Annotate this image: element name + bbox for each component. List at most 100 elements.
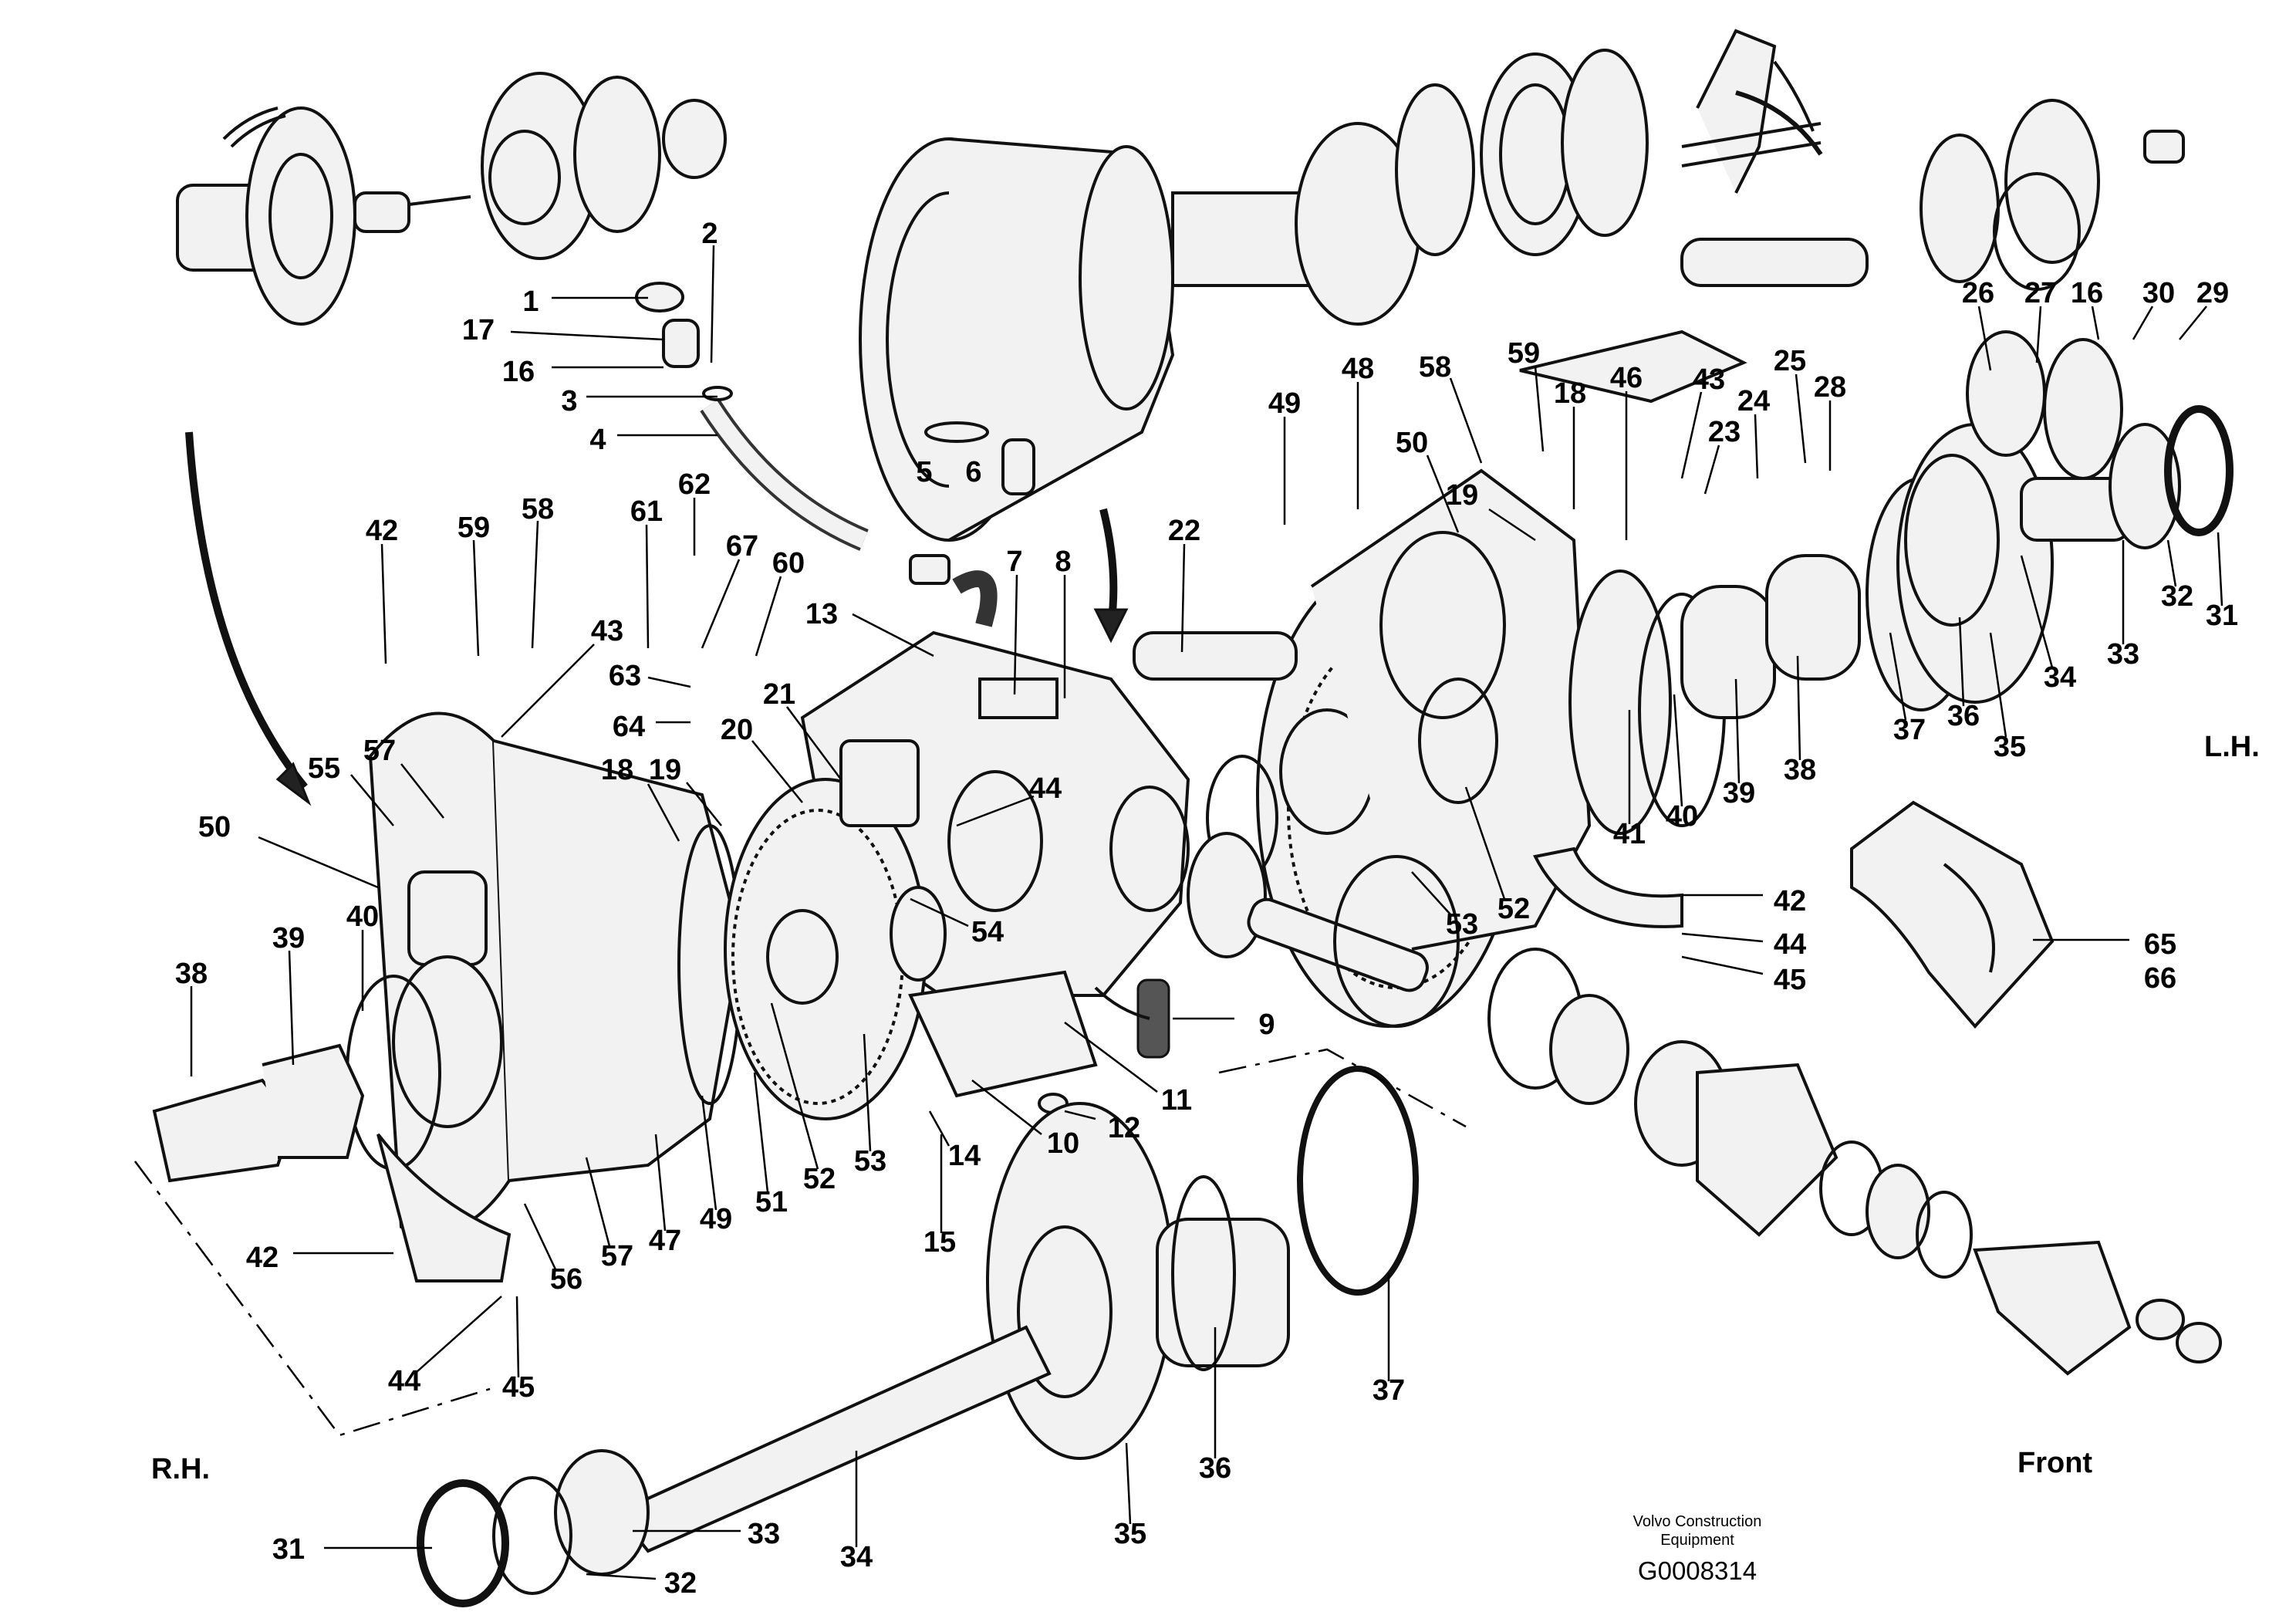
callout-28: 28 — [1814, 371, 1846, 404]
leader-line — [288, 950, 295, 1066]
leader-line — [2179, 306, 2207, 340]
callout-52: 52 — [803, 1163, 836, 1195]
leader-line — [1681, 955, 1764, 975]
callout-43: 43 — [1693, 363, 1725, 396]
callout-20: 20 — [721, 714, 753, 746]
leader-line — [586, 1573, 657, 1580]
pump-flange-assembly — [176, 72, 727, 326]
leader-line — [710, 245, 715, 363]
leader-line — [928, 1110, 950, 1147]
callout-32: 32 — [2161, 580, 2193, 613]
callout-41: 41 — [1613, 818, 1646, 850]
gear-right-and-housing — [1133, 468, 1726, 1028]
callout-44: 44 — [388, 1365, 420, 1397]
callout-52: 52 — [1497, 893, 1530, 925]
callout-7: 7 — [1006, 546, 1022, 578]
callout-16: 16 — [502, 356, 535, 388]
leader-line — [523, 1203, 557, 1270]
callout-64: 64 — [613, 711, 645, 743]
leader-line — [647, 783, 680, 842]
callout-31: 31 — [2206, 600, 2238, 632]
callout-47: 47 — [649, 1225, 681, 1257]
callout-18: 18 — [1554, 377, 1586, 410]
leader-line — [1125, 1442, 1132, 1525]
callout-25: 25 — [1774, 345, 1806, 377]
leader-line — [863, 1033, 872, 1152]
callout-26: 26 — [1962, 277, 1994, 309]
callout-31: 31 — [272, 1533, 305, 1566]
callout-51: 51 — [755, 1186, 788, 1218]
leader-line — [971, 1080, 1042, 1135]
callout-59: 59 — [458, 512, 490, 544]
callout-60: 60 — [772, 547, 805, 580]
callout-49: 49 — [700, 1203, 732, 1235]
callout-14: 14 — [948, 1140, 981, 1172]
diagram-code: G0008314 — [1637, 1556, 1757, 1585]
callout-16: 16 — [2071, 277, 2103, 309]
leader-line — [770, 1002, 819, 1170]
label-front: Front — [2017, 1447, 2093, 1479]
callout-5: 5 — [916, 456, 932, 488]
callout-34: 34 — [2044, 661, 2076, 694]
callout-36: 36 — [1199, 1452, 1231, 1485]
leader-line — [2091, 306, 2100, 340]
lh-hub-assembly — [1680, 330, 2234, 719]
callout-56: 56 — [550, 1263, 582, 1296]
rh-axle-housing — [152, 711, 743, 1282]
leader-line — [380, 543, 387, 664]
pinion-housing-upper — [1519, 99, 2185, 404]
leader-line — [1180, 543, 1186, 653]
callout-17: 17 — [462, 314, 495, 346]
callout-61: 61 — [630, 495, 663, 528]
callout-50: 50 — [1396, 427, 1428, 459]
illustration — [133, 29, 2234, 1607]
leader-line — [258, 836, 379, 889]
callout-54: 54 — [971, 916, 1004, 948]
differential-assembly — [859, 29, 1822, 542]
leader-line — [1488, 508, 1536, 542]
callout-39: 39 — [1723, 777, 1755, 809]
leader-line — [910, 897, 969, 928]
leader-line — [852, 613, 934, 657]
leader-line — [1958, 617, 1965, 707]
callout-15: 15 — [923, 1226, 956, 1259]
callout-33: 33 — [748, 1518, 780, 1550]
callout-6: 6 — [965, 456, 981, 488]
label-rh: R.H. — [151, 1453, 210, 1485]
leader-line — [1796, 655, 1801, 761]
leader-line — [1534, 366, 1545, 452]
leader-line — [1989, 632, 2007, 738]
leader-line — [515, 1296, 520, 1378]
callout-35: 35 — [1994, 731, 2026, 763]
leader-line — [755, 576, 782, 657]
leader-line — [2217, 532, 2223, 607]
leader-line — [2132, 306, 2154, 340]
callout-44: 44 — [1029, 772, 1062, 805]
leader-line — [686, 782, 722, 826]
callout-65: 65 — [2144, 928, 2176, 961]
leader-line — [1889, 632, 1907, 721]
callout-66: 66 — [2144, 962, 2176, 995]
callout-57: 57 — [601, 1240, 633, 1272]
callout-21: 21 — [763, 678, 795, 711]
small-parts-center — [908, 970, 1170, 1114]
leader-line — [753, 1072, 769, 1193]
callout-44: 44 — [1774, 928, 1806, 961]
leader-line — [751, 740, 803, 803]
leader-line — [701, 559, 741, 649]
callout-42: 42 — [366, 515, 398, 547]
leader-line — [472, 539, 480, 657]
leader-line — [1680, 391, 1703, 479]
callout-43: 43 — [591, 615, 623, 647]
leader-line — [654, 1134, 667, 1232]
callout-55: 55 — [308, 752, 340, 785]
leader-line — [1795, 373, 1807, 464]
callout-58: 58 — [522, 493, 554, 525]
leader-line — [647, 676, 691, 688]
callout-46: 46 — [1610, 362, 1643, 394]
callout-59: 59 — [1508, 337, 1540, 370]
callout-4: 4 — [589, 424, 606, 456]
